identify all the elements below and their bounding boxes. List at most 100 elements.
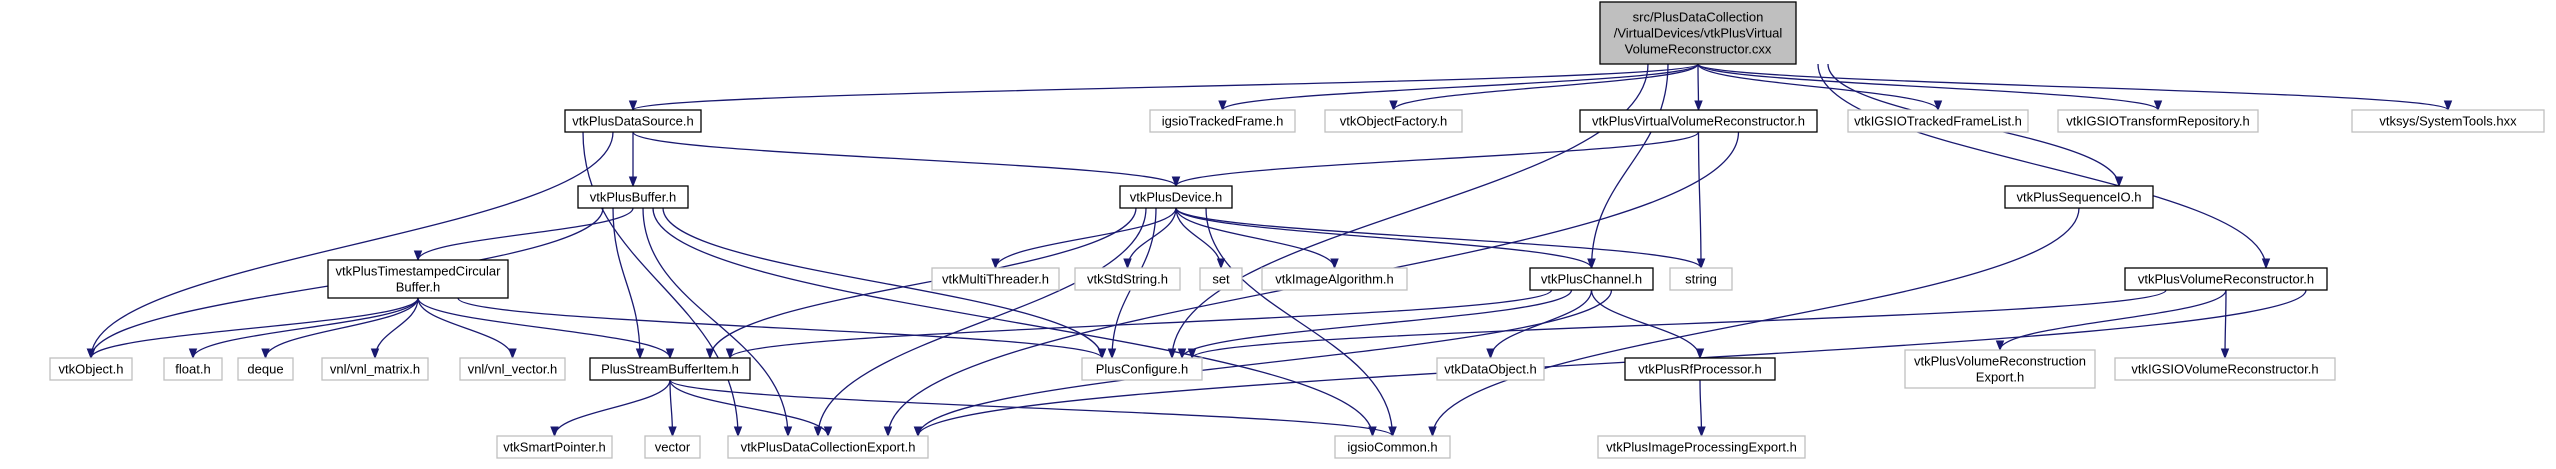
arrowhead-device-to-dcExport xyxy=(813,426,823,438)
node-box-rfProcessor xyxy=(1624,357,1776,381)
node-label-tscb: vtkPlusTimestampedCircular xyxy=(336,264,502,279)
edge-device-to-multiThreader xyxy=(994,207,1177,269)
node-channel[interactable]: vtkPlusChannel.h xyxy=(1529,267,1654,291)
node-box-device xyxy=(1119,185,1233,209)
node-ipExport[interactable]: vtkPlusImageProcessingExport.h xyxy=(1597,435,1806,459)
node-label-rfProcessor: vtkPlusRfProcessor.h xyxy=(1638,362,1762,377)
node-vtkObject[interactable]: vtkObject.h xyxy=(49,357,133,381)
node-device[interactable]: vtkPlusDevice.h xyxy=(1119,185,1233,209)
arrowhead-sequenceIO-to-igsioCommon xyxy=(1428,426,1437,438)
node-vector[interactable]: vector xyxy=(644,435,701,459)
node-label-buffer: vtkPlusBuffer.h xyxy=(590,190,676,205)
node-buffer[interactable]: vtkPlusBuffer.h xyxy=(577,185,689,209)
edge-datasource-to-vtkObject xyxy=(90,131,614,359)
node-label-streamBufferItem: PlusStreamBufferItem.h xyxy=(601,362,739,377)
node-dataObject[interactable]: vtkDataObject.h xyxy=(1436,357,1545,381)
node-igsioTFL[interactable]: vtkIGSIOTrackedFrameList.h xyxy=(1847,109,2029,133)
edge-device-to-channel xyxy=(1175,207,1593,269)
arrowhead-buffer-to-streamBufferItem xyxy=(635,348,645,360)
node-box-datasource xyxy=(564,109,702,133)
node-box-imageAlgorithm xyxy=(1261,267,1408,291)
node-multiThreader[interactable]: vtkMultiThreader.h xyxy=(931,267,1060,291)
node-igsioTR[interactable]: vtkIGSIOTransformRepository.h xyxy=(2057,109,2259,133)
node-label-floatH: float.h xyxy=(175,362,210,377)
node-plusConfigure[interactable]: PlusConfigure.h xyxy=(1081,357,1203,381)
node-rfProcessor[interactable]: vtkPlusRfProcessor.h xyxy=(1624,357,1776,381)
edge-device-to-igsioCommon xyxy=(1205,207,1394,437)
node-smartPointer[interactable]: vtkSmartPointer.h xyxy=(496,435,613,459)
node-vnlMatrix[interactable]: vnl/vnl_matrix.h xyxy=(321,357,429,381)
node-volumeReconstructor[interactable]: vtkPlusVolumeReconstructor.h xyxy=(2124,267,2328,291)
edge-root-to-volumeReconstructor xyxy=(1817,63,2267,269)
node-label-imageAlgorithm: vtkImageAlgorithm.h xyxy=(1275,272,1394,287)
arrowhead-streamBufferItem-to-dcExport xyxy=(823,426,833,438)
node-floatH[interactable]: float.h xyxy=(163,357,223,381)
node-streamBufferItem[interactable]: PlusStreamBufferItem.h xyxy=(589,357,751,381)
arrowhead-tscb-to-vnlMatrix xyxy=(370,348,380,360)
edge-tscb-to-floatH xyxy=(192,297,419,359)
node-label-volumeReconstructor: vtkPlusVolumeReconstructor.h xyxy=(2138,272,2314,287)
edge-root-to-vtkObjectFactory xyxy=(1392,63,1699,111)
node-label-root: /VirtualDevices/vtkPlusVirtual xyxy=(1614,26,1783,41)
arrowhead-device-to-streamBufferItem xyxy=(705,348,715,360)
edge-volumeReconstructor-to-plusConfigure xyxy=(1191,289,2167,359)
arrowhead-root-to-igsioTR xyxy=(2153,100,2163,112)
node-label-set: set xyxy=(1212,272,1230,287)
node-label-multiThreader: vtkMultiThreader.h xyxy=(942,272,1049,287)
arrowhead-root-to-igsioTrackedFrame xyxy=(1218,100,1227,112)
node-sequenceIO[interactable]: vtkPlusSequenceIO.h xyxy=(2004,185,2154,209)
arrowhead-streamBufferItem-to-vector xyxy=(668,426,677,438)
edge-root-to-igsioTR xyxy=(1697,63,2159,111)
arrowhead-tscb-to-plusConfigure xyxy=(1097,348,1107,360)
node-igsioVR[interactable]: vtkIGSIOVolumeReconstructor.h xyxy=(2114,357,2336,381)
node-vtkObjectFactory[interactable]: vtkObjectFactory.h xyxy=(1324,109,1463,133)
arrowhead-channel-to-streamBufferItem xyxy=(725,348,735,360)
node-vnlVector[interactable]: vnl/vnl_vector.h xyxy=(459,357,566,381)
arrowhead-device-to-string xyxy=(1696,258,1706,270)
edge-volumeReconstructor-to-igsioVR xyxy=(2224,289,2227,359)
node-root[interactable]: src/PlusDataCollection/VirtualDevices/vt… xyxy=(1599,1,1797,65)
arrowhead-volumeReconstructor-to-plusConfigure xyxy=(1187,348,1197,360)
node-systemTools[interactable]: vtksys/SystemTools.hxx xyxy=(2351,109,2545,133)
node-box-streamBufferItem xyxy=(589,357,751,381)
node-virtualVR[interactable]: vtkPlusVirtualVolumeReconstructor.h xyxy=(1579,109,1818,133)
edge-tscb-to-streamBufferItem xyxy=(417,297,671,359)
node-label-vnlVector: vnl/vnl_vector.h xyxy=(468,362,558,377)
node-label-channel: vtkPlusChannel.h xyxy=(1541,272,1642,287)
edge-sequenceIO-to-igsioCommon xyxy=(1431,207,2080,437)
node-dcExport[interactable]: vtkPlusDataCollectionExport.h xyxy=(727,435,929,459)
edge-datasource-to-dcExport xyxy=(582,131,739,437)
node-string[interactable]: string xyxy=(1669,267,1733,291)
node-label-plusConfigure: PlusConfigure.h xyxy=(1096,362,1189,377)
arrowhead-datasource-to-buffer xyxy=(628,176,638,188)
node-igsioTrackedFrame[interactable]: igsioTrackedFrame.h xyxy=(1149,109,1296,133)
edge-root-to-igsioTrackedFrame xyxy=(1221,63,1699,111)
node-label-tscb: Buffer.h xyxy=(396,280,441,295)
node-set[interactable]: set xyxy=(1199,267,1243,291)
node-box-stdString xyxy=(1074,267,1181,291)
arrowhead-virtualVR-to-dcExport xyxy=(883,426,893,438)
edge-buffer-to-streamBufferItem xyxy=(612,207,641,359)
arrowhead-streamBufferItem-to-smartPointer xyxy=(550,426,559,438)
node-label-systemTools: vtksys/SystemTools.hxx xyxy=(2379,114,2517,129)
node-stdString[interactable]: vtkStdString.h xyxy=(1074,267,1181,291)
arrowhead-device-to-channel xyxy=(1587,258,1596,270)
node-datasource[interactable]: vtkPlusDataSource.h xyxy=(564,109,702,133)
edge-device-to-imageAlgorithm xyxy=(1175,207,1336,269)
arrowhead-tscb-to-floatH xyxy=(188,348,198,360)
node-box-igsioVR xyxy=(2114,357,2336,381)
arrowhead-datasource-to-dcExport xyxy=(733,426,743,438)
node-box-root xyxy=(1599,1,1797,65)
node-box-vrExport xyxy=(1904,349,2096,389)
arrowhead-root-to-vtkObjectFactory xyxy=(1389,100,1398,112)
node-deque[interactable]: deque xyxy=(237,357,294,381)
node-label-vtkObject: vtkObject.h xyxy=(58,362,123,377)
edge-device-to-streamBufferItem xyxy=(709,207,1137,359)
node-imageAlgorithm[interactable]: vtkImageAlgorithm.h xyxy=(1261,267,1408,291)
node-box-vnlMatrix xyxy=(321,357,429,381)
arrowhead-tscb-to-vnlVector xyxy=(508,348,517,360)
node-igsioCommon[interactable]: igsioCommon.h xyxy=(1334,435,1451,459)
